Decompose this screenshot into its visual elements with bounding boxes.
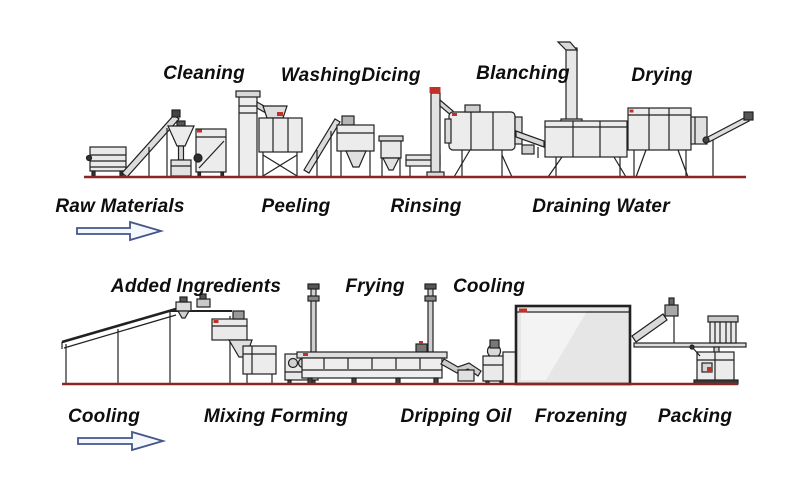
- stage-label-added-ingredients: Added Ingredients: [110, 276, 282, 297]
- stage-label-frying: Frying: [345, 276, 405, 297]
- freezer-outfeed-graphic: [631, 297, 679, 344]
- flow-arrow-icon: [77, 430, 167, 452]
- stage-label-raw-materials: Raw Materials: [55, 196, 185, 217]
- processing-line-bottom: [61, 283, 747, 386]
- multihead-weigher-graphic: [707, 315, 739, 344]
- incline-conveyor-2-graphic: [303, 118, 341, 176]
- stage-label-cooling-top: Cooling: [452, 276, 526, 297]
- processing-line-top: [84, 41, 754, 179]
- stage-label-drying: Drying: [631, 65, 693, 86]
- stage-label-peeling: Peeling: [261, 196, 331, 217]
- stage-label-rinsing: Rinsing: [390, 196, 462, 217]
- forming-machine-graphic: [242, 345, 277, 384]
- drying-oven-graphic: [627, 107, 708, 178]
- stage-label-frozening: Frozening: [534, 406, 628, 427]
- stage-label-draining-water: Draining Water: [532, 196, 670, 217]
- fryer-graphic: [296, 283, 448, 385]
- flow-arrow-icon: [76, 220, 165, 242]
- dicing-machine-graphic: [336, 115, 375, 177]
- stage-label-cooling-bottom: Cooling: [67, 406, 141, 427]
- cooling-shed-graphic: [61, 307, 232, 384]
- rinse-feeder-graphic: [378, 135, 404, 177]
- incline-conveyor-1-graphic: [121, 109, 181, 178]
- discharge-conveyor-graphic: [702, 111, 754, 176]
- stage-label-blanching: Blanching: [476, 63, 570, 84]
- oil-outlet-duct-graphic: [440, 358, 482, 382]
- stage-label-dripping-oil: Dripping Oil: [400, 406, 512, 427]
- feed-conveyor-graphic: [85, 146, 127, 177]
- transfer-chute-graphic: [515, 130, 545, 158]
- packing-machine-graphic: [689, 344, 739, 385]
- stage-label-dicing: Dicing: [361, 65, 421, 86]
- draining-tunnel-graphic: [544, 120, 628, 178]
- dripping-oil-machine-graphic: [482, 339, 507, 385]
- freezer-graphic: [502, 304, 632, 386]
- washing-machine-graphic: [258, 105, 303, 177]
- hopper-mill-graphic: [167, 120, 195, 177]
- destoner-washer-graphic: [193, 128, 227, 178]
- ingredient-feeders-graphic: [175, 293, 211, 319]
- stage-label-cleaning: Cleaning: [163, 63, 245, 84]
- stage-label-mixing-forming: Mixing Forming: [203, 406, 349, 427]
- stage-label-packing: Packing: [657, 406, 733, 427]
- blanching-machine-graphic: [444, 104, 523, 178]
- stage-label-washing: Washing: [280, 65, 362, 86]
